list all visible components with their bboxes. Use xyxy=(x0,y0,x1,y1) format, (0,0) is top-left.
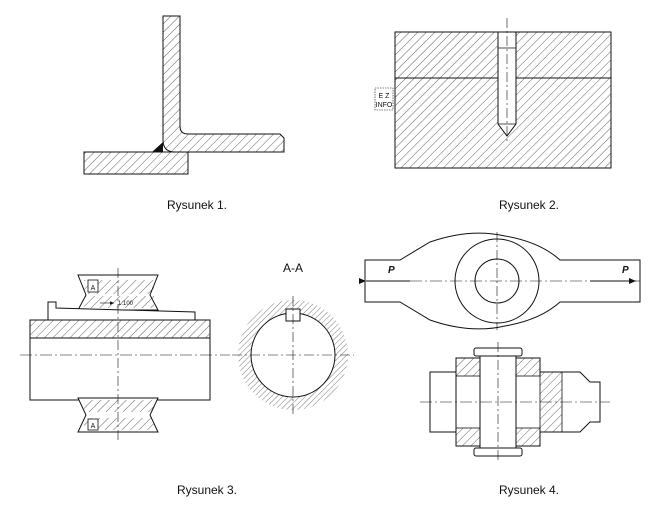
figure-1-angle-weld xyxy=(83,15,285,175)
figure-4-fork-joint: P P xyxy=(359,232,641,462)
fig4-force-label-right: P xyxy=(622,265,629,276)
caption-figure-4: Rysunek 4. xyxy=(498,483,560,497)
fig1-angle-profile xyxy=(162,15,285,153)
fig4-force-label-left: P xyxy=(388,265,395,276)
fig2-stamp-line2: INFO xyxy=(376,102,393,109)
fig2-bore xyxy=(497,31,517,137)
fig2-stamp-line1: E Z xyxy=(379,93,391,100)
fig2-stamp: E Z INFO xyxy=(374,87,394,111)
caption-figure-2: Rysunek 2. xyxy=(498,198,560,212)
caption-figure-1: Rysunek 1. xyxy=(166,198,228,212)
fig1-weld xyxy=(152,142,163,152)
fig3-section-label: A-A xyxy=(283,261,303,275)
fig1-base-plate xyxy=(83,151,189,175)
figure-2-drilled-plates: E Z INFO xyxy=(374,18,612,169)
fig3-shaft-hatched xyxy=(29,319,211,339)
fig3-shaft xyxy=(29,337,211,401)
figure-3-key-joint: A 1:100 A A-A xyxy=(20,261,354,440)
caption-figure-3: Rysunek 3. xyxy=(176,483,238,497)
fig3-cut-mark-upper: A xyxy=(91,285,96,292)
fig3-cut-mark-lower: A xyxy=(91,423,96,430)
fig3-taper-note: 1:100 xyxy=(118,301,134,307)
